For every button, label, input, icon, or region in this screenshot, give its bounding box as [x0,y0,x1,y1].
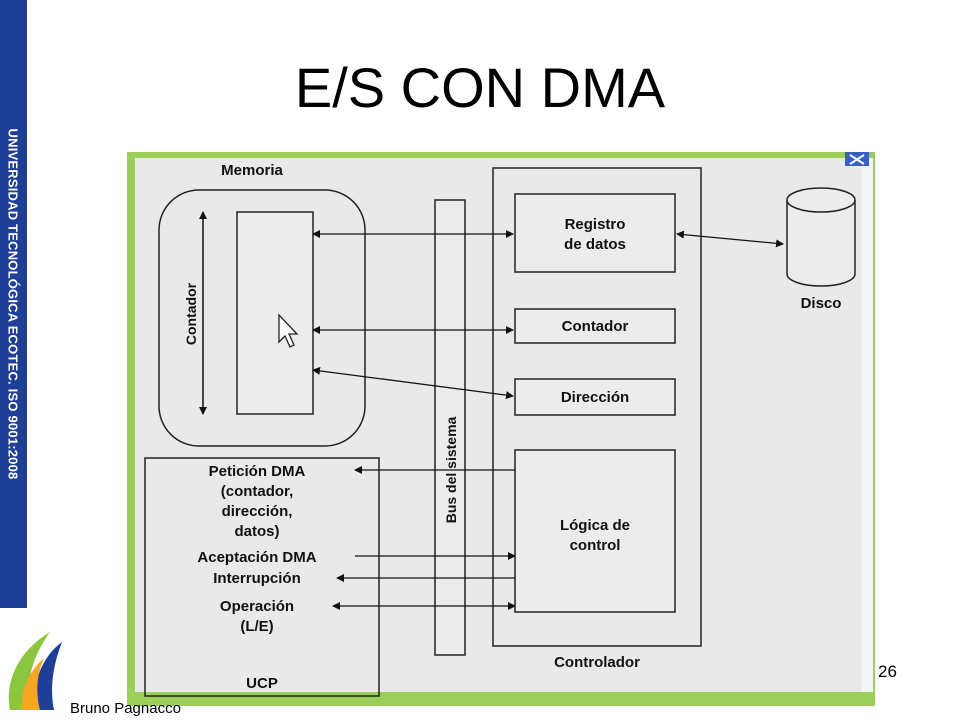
counter-register-label: Contador [562,318,629,335]
dma-request-label: Petición DMA [209,463,306,480]
operation-label: Operación [220,598,294,615]
dma-request-detail-2: dirección, [222,503,293,520]
cpu-label: UCP [246,675,278,692]
sidebar-university-text: UNIVERSIDAD TECNOLÓGICA ECOTEC. ISO 9001… [5,128,21,480]
slide-title: E/S CON DMA [294,56,666,119]
data-register-box [514,193,676,273]
controller-label: Controlador [554,654,640,671]
control-logic-box [514,449,676,613]
sidebar-band [0,0,27,608]
control-logic-label-line1: Lógica de [560,517,630,534]
data-register-label-line2: de datos [564,236,626,253]
disk-label: Disco [801,295,842,312]
interrupt-label: Interrupción [213,570,301,587]
university-logo [0,610,66,718]
memory-counter-label: Contador [183,282,199,345]
dma-request-detail-3: datos) [235,523,280,540]
memory-array [236,211,314,415]
data-register-label-line1: Registro [565,216,626,233]
memory-label: Memoria [221,162,283,179]
dma-ack-label: Aceptación DMA [197,549,316,566]
address-register-label: Dirección [561,389,629,406]
dma-request-detail-1: (contador, [221,483,294,500]
page-number: 26 [878,662,897,681]
control-logic-label-line2: control [570,537,621,554]
author-name: Bruno Pagnacco [70,700,181,717]
address-register-box [514,378,676,416]
cpu-block [144,457,380,697]
controller-block [492,167,702,647]
operation-mode-label: (L/E) [240,618,273,635]
mouse-cursor-icon [278,313,299,348]
system-bus [434,199,466,656]
memory-block [158,189,366,447]
close-icon[interactable] [845,152,869,166]
counter-register-box [514,308,676,344]
disk-icon [786,187,856,287]
dma-diagram: Memoria Contador Bus del sistema Control… [127,152,875,706]
